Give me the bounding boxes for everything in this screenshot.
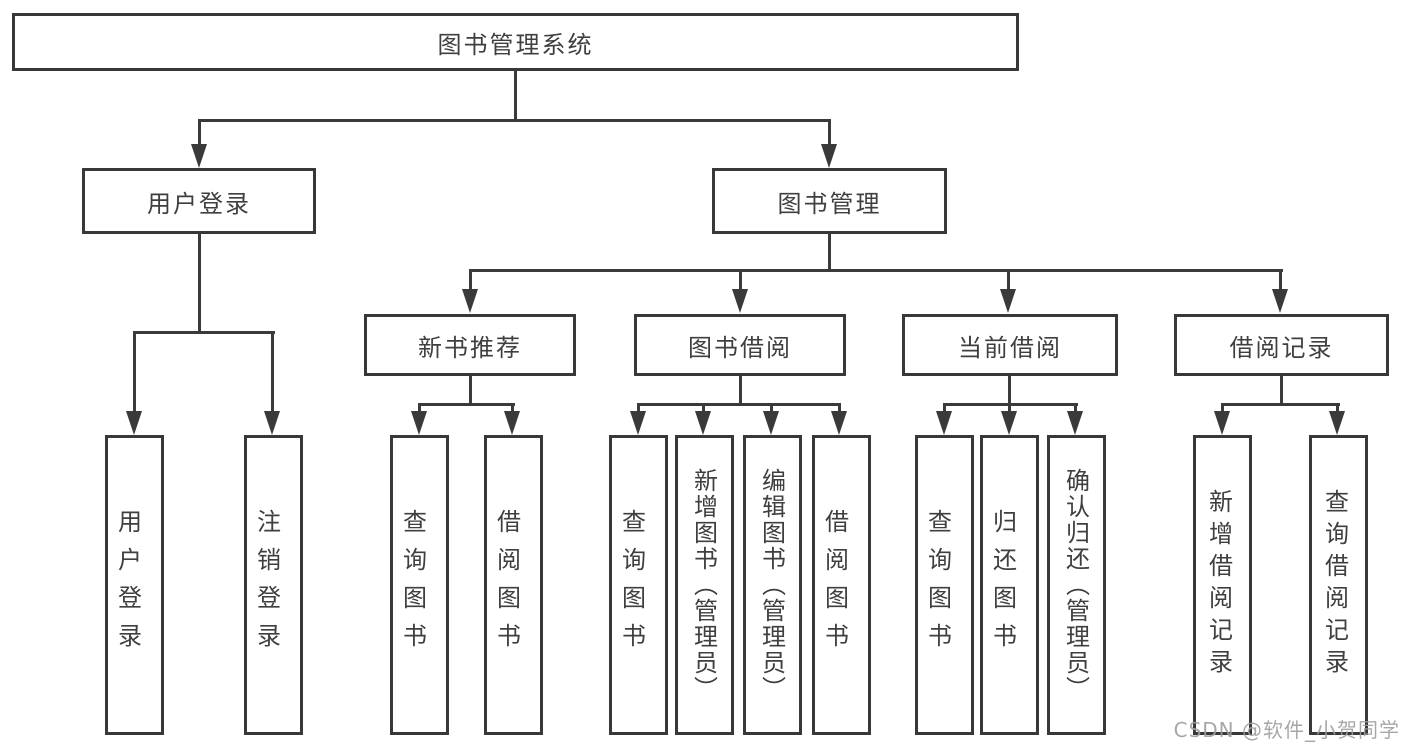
arrow-down-icon: [1272, 289, 1288, 313]
arrow-down-icon: [1214, 411, 1230, 435]
connector-line: [1279, 269, 1282, 291]
connector-line: [469, 376, 472, 404]
connector-line: [198, 119, 831, 122]
connector-line: [418, 403, 515, 406]
node-leaf-query-borrow-record: 查询借阅记录: [1309, 435, 1368, 735]
arrow-down-icon: [264, 411, 280, 435]
connector-line: [702, 403, 705, 415]
arrow-down-icon: [695, 411, 711, 435]
arrow-down-icon: [411, 411, 427, 435]
node-book-management: 图书管理: [712, 168, 947, 234]
arrow-down-icon: [1329, 411, 1345, 435]
connector-line: [828, 119, 831, 149]
arrow-down-icon: [1067, 411, 1083, 435]
connector-line: [1074, 403, 1077, 415]
connector-line: [469, 269, 1283, 272]
arrow-down-icon: [191, 144, 207, 168]
connector-line: [271, 331, 274, 413]
node-label: 用户登录: [113, 509, 142, 661]
node-leaf-user-login: 用户登录: [105, 435, 164, 735]
node-label: 用户登录: [147, 189, 251, 218]
arrow-down-icon: [831, 411, 847, 435]
node-label: 借阅记录: [1229, 333, 1334, 362]
node-label: 借阅图书: [820, 509, 849, 661]
arrow-down-icon: [462, 289, 478, 313]
node-current-borrow: 当前借阅: [902, 314, 1118, 376]
arrow-down-icon: [763, 411, 779, 435]
connector-line: [198, 119, 201, 149]
node-new-book-recommend: 新书推荐: [364, 314, 576, 376]
node-label: 查询图书: [617, 509, 646, 661]
node-label: 查询图书: [923, 509, 952, 661]
arrow-down-icon: [1000, 289, 1016, 313]
node-leaf-query-books-recommend: 查询图书: [390, 435, 449, 735]
connector-line: [637, 403, 640, 415]
node-label: 图书管理: [777, 189, 882, 218]
connector-line: [1008, 403, 1011, 415]
node-label: 当前借阅: [958, 333, 1062, 362]
connector-line: [1007, 269, 1010, 291]
node-label: 图书借阅: [688, 333, 792, 362]
connector-line: [1280, 376, 1283, 404]
node-root-system: 图书管理系统: [12, 13, 1019, 71]
node-leaf-logout: 注销登录: [244, 435, 303, 735]
node-leaf-return-books: 归还图书: [980, 435, 1039, 735]
connector-line: [739, 376, 742, 404]
connector-line: [637, 403, 841, 406]
connector-line: [1008, 376, 1011, 404]
connector-line: [133, 331, 136, 413]
connector-line: [828, 234, 831, 272]
connector-line: [511, 403, 514, 415]
node-borrow-record: 借阅记录: [1174, 314, 1389, 376]
connector-line: [1221, 403, 1340, 406]
node-label: 新增借阅记录: [1204, 489, 1233, 681]
node-leaf-query-books-borrow: 查询图书: [609, 435, 668, 735]
connector-line: [514, 70, 517, 122]
node-label: 查询图书: [398, 509, 427, 661]
node-leaf-borrow-books: 借阅图书: [812, 435, 871, 735]
connector-line: [739, 269, 742, 291]
arrow-down-icon: [732, 289, 748, 313]
connector-line: [469, 269, 472, 291]
connector-line: [198, 234, 201, 333]
arrow-down-icon: [821, 144, 837, 168]
connector-line: [418, 403, 421, 415]
node-label: 归还图书: [988, 509, 1017, 661]
node-label: 新增图书（管理员）: [689, 468, 718, 702]
node-label: 借阅图书: [492, 509, 521, 661]
node-book-borrow: 图书借阅: [634, 314, 846, 376]
node-label: 确认归还（管理员）: [1061, 468, 1090, 702]
arrow-down-icon: [1001, 411, 1017, 435]
connector-line: [943, 403, 946, 415]
arrow-down-icon: [504, 411, 520, 435]
node-label: 编辑图书（管理员）: [757, 468, 786, 702]
node-user-login: 用户登录: [82, 168, 316, 234]
node-leaf-query-books-current: 查询图书: [915, 435, 974, 735]
node-leaf-confirm-return-admin: 确认归还（管理员）: [1047, 435, 1106, 735]
connector-line: [838, 403, 841, 415]
node-leaf-add-books-admin: 新增图书（管理员）: [675, 435, 734, 735]
node-label: 注销登录: [252, 509, 281, 661]
node-label: 查询借阅记录: [1320, 489, 1349, 681]
node-label: 新书推荐: [418, 333, 522, 362]
node-leaf-add-borrow-record: 新增借阅记录: [1193, 435, 1252, 735]
node-leaf-borrow-books-recommend: 借阅图书: [484, 435, 543, 735]
node-leaf-edit-books-admin: 编辑图书（管理员）: [743, 435, 802, 735]
connector-line: [1221, 403, 1224, 415]
csdn-watermark: CSDN @软件_小贺同学: [1173, 718, 1400, 742]
arrow-down-icon: [936, 411, 952, 435]
connector-line: [770, 403, 773, 415]
arrow-down-icon: [126, 411, 142, 435]
arrow-down-icon: [630, 411, 646, 435]
connector-line: [133, 331, 275, 334]
node-label: 图书管理系统: [437, 30, 594, 59]
connector-line: [1336, 403, 1339, 415]
